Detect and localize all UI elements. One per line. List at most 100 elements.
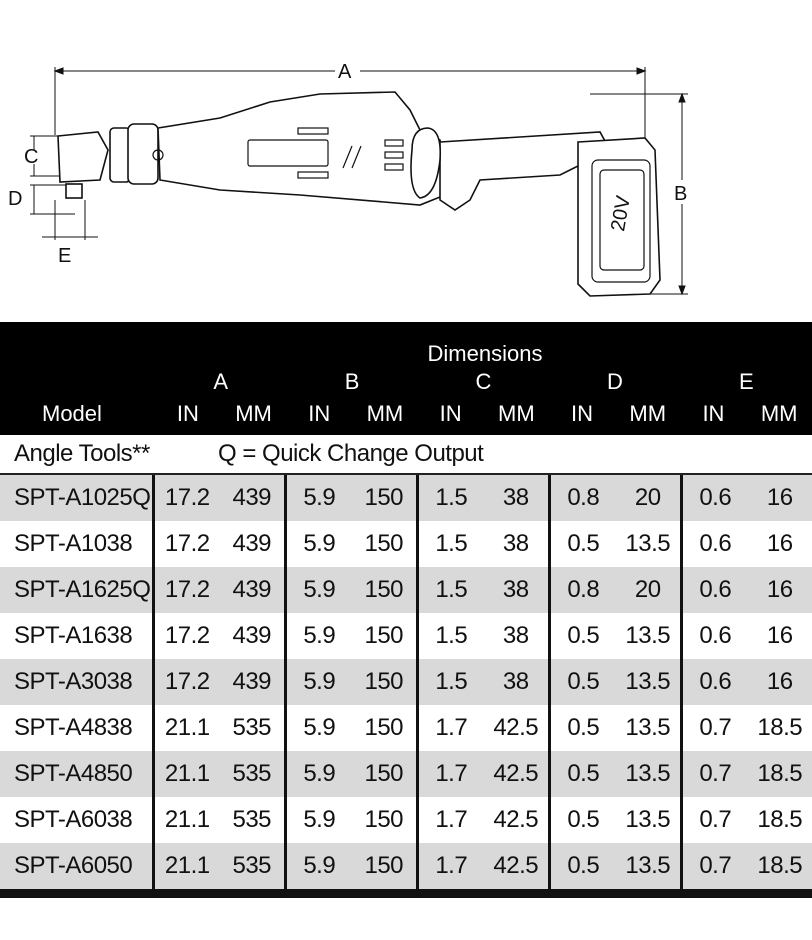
inch-value-cell: 0.5	[567, 668, 600, 695]
model-cell: SPT-A6050	[14, 852, 133, 879]
mm-value-cell: 150	[364, 622, 404, 649]
inch-value-cell: 0.5	[567, 530, 600, 557]
unit-header: MM	[629, 401, 667, 426]
column-divider	[680, 475, 683, 521]
inch-value-cell: 0.7	[699, 806, 732, 833]
inch-value-cell: 5.9	[303, 530, 336, 557]
mm-value-cell: 38	[502, 576, 529, 603]
section-row: Angle Tools** Q = Quick Change Output	[0, 435, 812, 475]
mm-value-cell: 535	[232, 760, 272, 787]
inch-value-cell: 0.6	[699, 530, 732, 557]
column-divider	[680, 613, 683, 659]
inch-value-cell: 0.8	[567, 576, 600, 603]
mm-value-cell: 150	[364, 484, 404, 511]
mm-value-cell: 42.5	[493, 714, 539, 741]
unit-header: IN	[176, 401, 199, 426]
column-divider	[548, 705, 551, 751]
inch-value-cell: 0.8	[567, 484, 600, 511]
model-cell: SPT-A1038	[14, 530, 133, 557]
unit-header: MM	[760, 401, 798, 426]
mm-value-cell: 38	[502, 530, 529, 557]
tool-dimension-diagram: 20V A B C D E	[8, 61, 688, 297]
column-divider	[548, 613, 551, 659]
column-divider	[680, 521, 683, 567]
mm-value-cell: 18.5	[757, 806, 803, 833]
inch-value-cell: 21.1	[164, 852, 210, 879]
unit-header-row: Model IN MM IN MM IN MM IN MM IN MM	[0, 397, 812, 435]
column-divider	[152, 705, 155, 751]
column-divider	[284, 567, 287, 613]
inch-value-cell: 1.5	[435, 576, 468, 603]
inch-value-cell: 5.9	[303, 714, 336, 741]
column-divider	[548, 475, 551, 521]
unit-header: MM	[235, 401, 272, 426]
inch-value-cell: 1.5	[435, 668, 468, 695]
inch-value-cell: 5.9	[303, 484, 336, 511]
inch-value-cell: 21.1	[164, 806, 210, 833]
unit-header: IN	[702, 401, 725, 426]
unit-header: IN	[439, 401, 462, 426]
unit-header: IN	[571, 401, 594, 426]
unit-header: MM	[498, 401, 535, 426]
inch-value-cell: 1.7	[435, 760, 468, 787]
model-cell: SPT-A1025Q	[14, 484, 151, 511]
mm-value-cell: 18.5	[757, 714, 803, 741]
inch-value-cell: 0.5	[567, 852, 600, 879]
mm-value-cell: 13.5	[625, 714, 671, 741]
inch-value-cell: 0.6	[699, 622, 732, 649]
inch-value-cell: 1.7	[435, 806, 468, 833]
inch-value-cell: 5.9	[303, 760, 336, 787]
inch-value-cell: 1.7	[435, 852, 468, 879]
column-divider	[416, 659, 419, 705]
model-cell: SPT-A4838	[14, 714, 133, 741]
inch-value-cell: 17.2	[164, 576, 210, 603]
column-divider	[416, 475, 419, 521]
inch-value-cell: 1.7	[435, 714, 468, 741]
group-header-row: A B C D E	[0, 359, 812, 397]
inch-value-cell: 1.5	[435, 484, 468, 511]
mm-value-cell: 16	[766, 576, 793, 603]
column-divider	[284, 475, 287, 521]
mm-value-cell: 439	[232, 484, 272, 511]
mm-value-cell: 13.5	[625, 852, 671, 879]
column-divider	[416, 567, 419, 613]
section-title: Angle Tools**	[14, 440, 150, 467]
column-divider	[680, 705, 683, 751]
column-divider	[416, 751, 419, 797]
inch-value-cell: 0.5	[567, 760, 600, 787]
mm-value-cell: 439	[232, 668, 272, 695]
column-divider	[548, 521, 551, 567]
mm-value-cell: 42.5	[493, 806, 539, 833]
inch-value-cell: 0.5	[567, 714, 600, 741]
mm-value-cell: 535	[232, 852, 272, 879]
column-divider	[548, 843, 551, 889]
mm-value-cell: 150	[364, 530, 404, 557]
dimension-a-label: A	[338, 61, 352, 83]
model-cell: SPT-A1638	[14, 622, 133, 649]
mm-value-cell: 13.5	[625, 668, 671, 695]
column-divider	[284, 613, 287, 659]
column-divider	[284, 705, 287, 751]
group-header-c: C	[475, 369, 492, 394]
mm-value-cell: 38	[502, 668, 529, 695]
column-divider	[416, 705, 419, 751]
mm-value-cell: 13.5	[625, 806, 671, 833]
group-header-a: A	[213, 369, 229, 394]
column-divider	[680, 567, 683, 613]
dimensions-table: Dimensions A B C D E Model IN MM IN MM I…	[0, 322, 812, 898]
dimension-d-label: D	[8, 188, 22, 210]
dimension-b-label: B	[674, 183, 687, 205]
dimension-e-label: E	[58, 245, 71, 267]
inch-value-cell: 0.7	[699, 714, 732, 741]
inch-value-cell: 5.9	[303, 852, 336, 879]
column-divider	[152, 797, 155, 843]
mm-value-cell: 13.5	[625, 530, 671, 557]
table-header: Dimensions A B C D E Model IN MM IN MM I…	[0, 322, 812, 435]
inch-value-cell: 0.6	[699, 576, 732, 603]
mm-value-cell: 16	[766, 622, 793, 649]
column-divider	[284, 797, 287, 843]
